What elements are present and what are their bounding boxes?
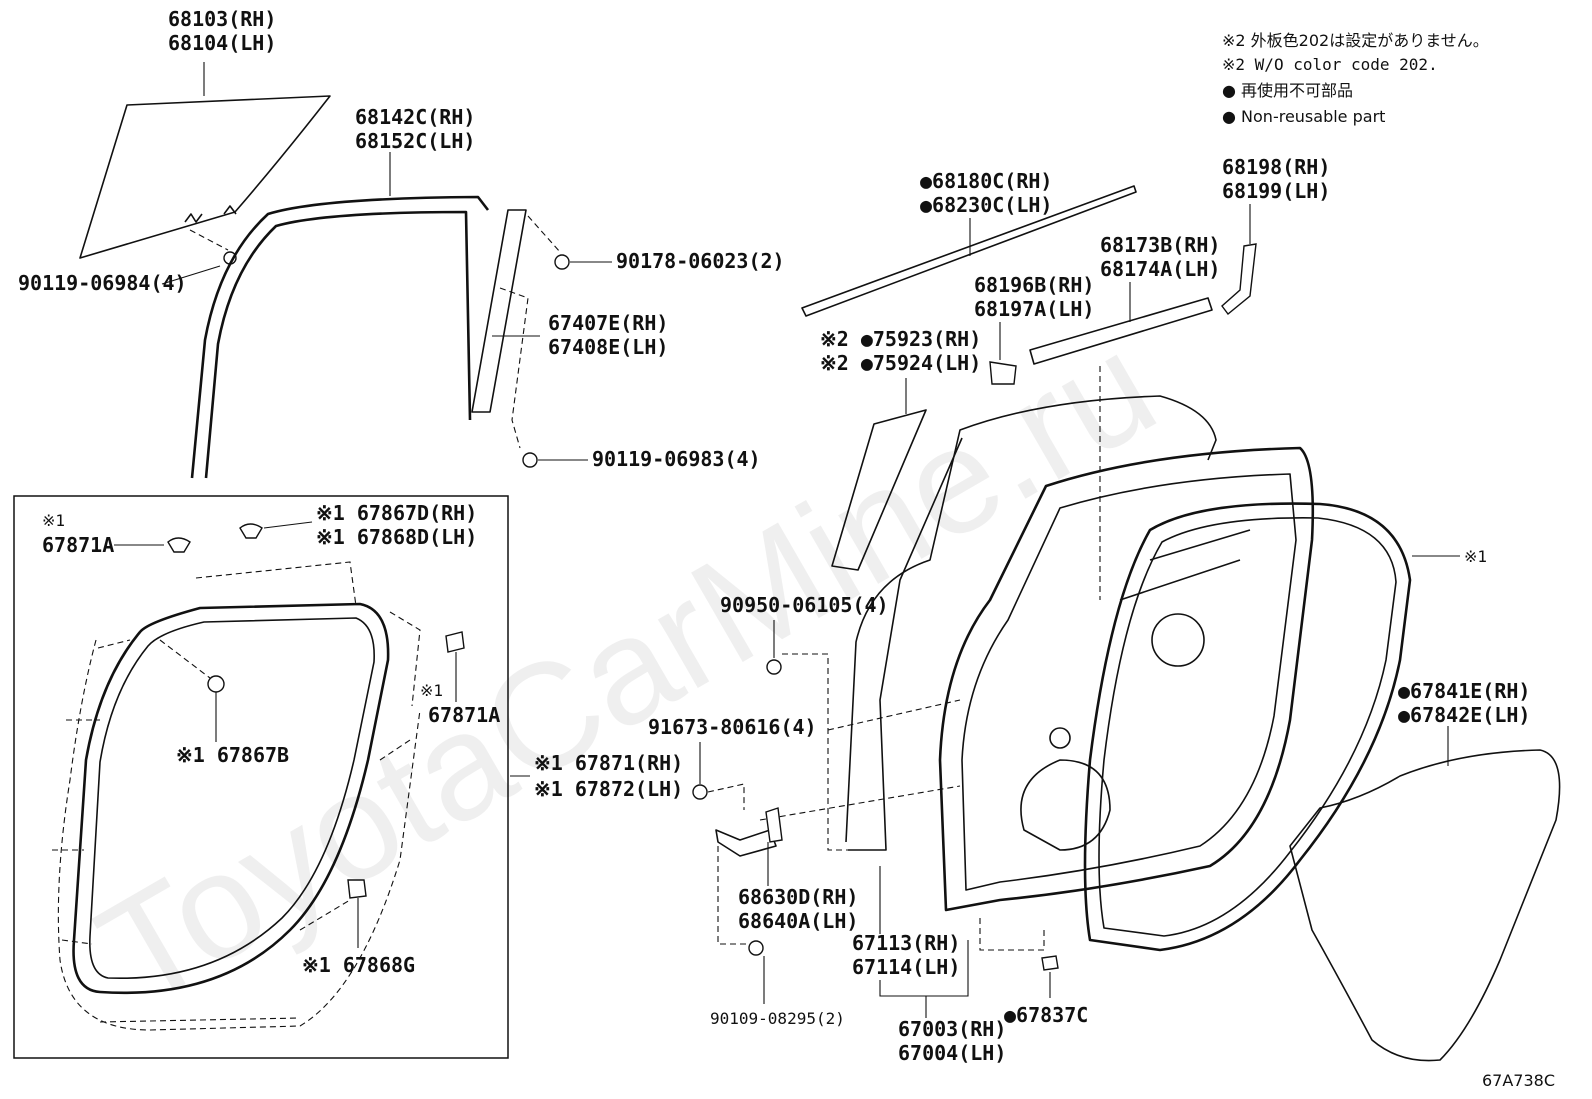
door-opening-weatherstrip [1083,502,1460,952]
label-68152C: 68152C(LH) [355,129,475,153]
label-68230C: ●68230C(LH) [920,193,1052,217]
label-90109: 90109-08295(2) [710,1009,845,1028]
label-68103: 68103(RH) [168,7,276,31]
label-67871A-top: 67871A [42,533,114,557]
label-68180C: ●68180C(RH) [920,169,1052,193]
label-90178: 90178-06023(2) [616,249,785,273]
label-68173B: 68173B(RH) [1100,233,1220,257]
label-91673: 91673-80616(4) [648,715,817,739]
clip-67871A-top [114,537,191,553]
center-sash [471,209,561,449]
bolt-90119-06983 [522,452,588,468]
label-67842E: ●67842E(LH) [1398,703,1530,727]
label-75924: ※2 ●75924(LH) [820,351,981,375]
bolt-90109 [717,846,765,1004]
label-s1: ※1 [1464,547,1487,566]
diagram-code: 67A738C [1482,1071,1555,1090]
watermark: ToyotaCarMine.ru [72,300,1181,1037]
clip-67871A-side [445,631,465,702]
label-67003: 67003(RH) [898,1017,1006,1041]
label-67872: ※1 67872(LH) [534,777,683,801]
label-68104: 68104(LH) [168,31,276,55]
label-68174A: 68174A(LH) [1100,257,1220,281]
label-67868G: ※1 67868G [302,953,415,977]
label-67837C: ●67837C [1004,1003,1088,1027]
label-68630D: 68630D(RH) [738,885,858,909]
label-90119-06984: 90119-06984(4) [18,271,187,295]
label-68196B: 68196B(RH) [974,273,1094,297]
label-67841E: ●67841E(RH) [1398,679,1530,703]
label-68199: 68199(LH) [1222,179,1330,203]
bracket-68198 [1221,204,1257,316]
note-67871A-top: ※1 [42,511,65,530]
cap-90950 [766,620,961,851]
label-75923: ※2 ●75923(RH) [820,327,981,351]
clip-67867D [239,521,313,539]
bolt-91673 [692,742,961,821]
label-90119-06983: 90119-06983(4) [592,447,761,471]
label-90950: 90950-06105(4) [720,593,889,617]
clip-67867B [159,639,225,742]
label-67004: 67004(LH) [898,1041,1006,1065]
label-67114: 67114(LH) [852,955,960,979]
label-68198: 68198(RH) [1222,155,1330,179]
note-2: ※2 W/O color code 202. [1222,55,1438,74]
part-68196B [989,322,1017,385]
label-67867B: ※1 67867B [176,743,289,767]
label-67868D: ※1 67868D(LH) [316,525,477,549]
label-67407E: 67407E(RH) [548,311,668,335]
label-67867D: ※1 67867D(RH) [316,501,477,525]
note-4: ● Non-reusable part [1222,107,1385,126]
label-67871: ※1 67871(RH) [534,751,683,775]
label-68142C: 68142C(RH) [355,105,475,129]
weatherstrip-box [13,495,509,1059]
door-weatherstrip [52,561,530,1031]
glass-run-channel [190,152,490,479]
clip-67837C [1041,955,1059,998]
label-67871A-side: 67871A [428,703,500,727]
label-67408E: 67408E(LH) [548,335,668,359]
label-67113: 67113(RH) [852,931,960,955]
bracket-67003 [879,918,1045,1018]
garnish-75923 [831,378,927,571]
door-check-68630D [715,807,783,886]
nut-90178 [554,254,612,270]
note-67871A-side: ※1 [420,681,443,700]
outer-weatherstrip-68173B [1029,282,1213,600]
belt-moulding [801,185,1137,317]
note-3: ● 再使用不可部品 [1222,81,1353,100]
service-hole-cover [1289,726,1561,1062]
door-glass [79,62,331,259]
clip-67868G [347,879,367,948]
note-1: ※2 外板色202は設定がありません。 [1222,31,1489,50]
label-68197A: 68197A(LH) [974,297,1094,321]
door-panel [845,395,1315,912]
label-68640A: 68640A(LH) [738,909,858,933]
